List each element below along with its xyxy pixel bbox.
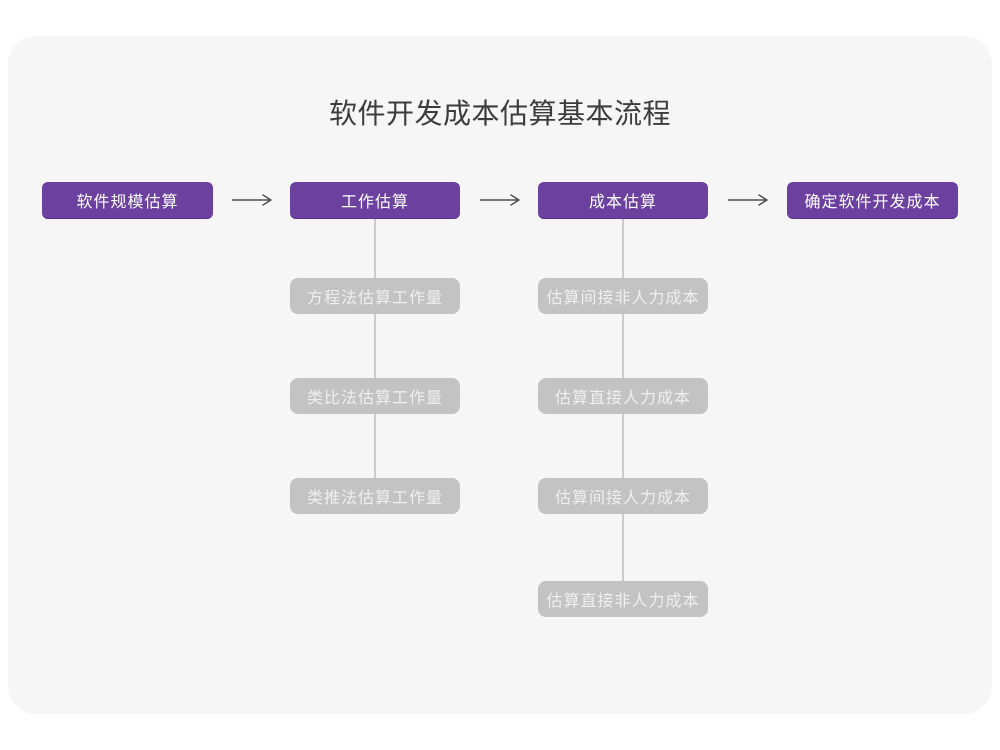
sub-node-analogy-method: 类比法估算工作量: [290, 378, 460, 414]
flow-node-cost-estimation: 成本估算: [538, 182, 708, 219]
sub-node-indirect-labor-cost: 估算间接人力成本: [538, 478, 708, 514]
diagram-title: 软件开发成本估算基本流程: [328, 98, 671, 129]
right-arrow-icon: [728, 194, 768, 206]
sub-node-direct-nonlabor-cost: 估算直接非人力成本: [538, 581, 708, 617]
sub-node-direct-labor-cost: 估算直接人力成本: [538, 378, 708, 414]
right-arrow-icon: [232, 194, 272, 206]
sub-node-extrapolation-method: 类推法估算工作量: [290, 478, 460, 514]
flow-node-determine-development-cost: 确定软件开发成本: [787, 182, 958, 219]
flow-node-work-estimation: 工作估算: [290, 182, 460, 219]
diagram-card: [8, 36, 992, 714]
sub-node-equation-method: 方程法估算工作量: [290, 278, 460, 314]
sub-node-indirect-nonlabor-cost: 估算间接非人力成本: [538, 278, 708, 314]
work-column-connector-line: [374, 219, 376, 496]
right-arrow-icon: [480, 194, 520, 206]
flow-node-software-scale-estimation: 软件规模估算: [42, 182, 213, 219]
